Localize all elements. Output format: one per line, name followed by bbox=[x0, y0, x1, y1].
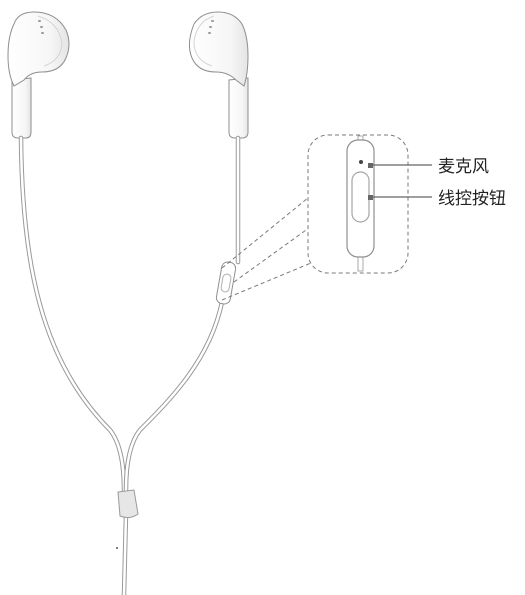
speck bbox=[116, 547, 118, 549]
right-grille-icon bbox=[208, 20, 214, 34]
remote-enlarged bbox=[346, 139, 375, 258]
right-earbud bbox=[188, 11, 249, 139]
inline-remote bbox=[215, 261, 237, 305]
cables bbox=[18, 135, 241, 595]
left-earbud bbox=[7, 11, 70, 139]
leader-lines bbox=[368, 163, 432, 200]
left-grille-icon bbox=[38, 20, 44, 34]
microphone-label: 麦克风 bbox=[438, 157, 489, 177]
control-button-label: 线控按钮 bbox=[438, 189, 506, 209]
microphone-hole-icon bbox=[359, 160, 363, 164]
y-splitter bbox=[117, 489, 139, 519]
